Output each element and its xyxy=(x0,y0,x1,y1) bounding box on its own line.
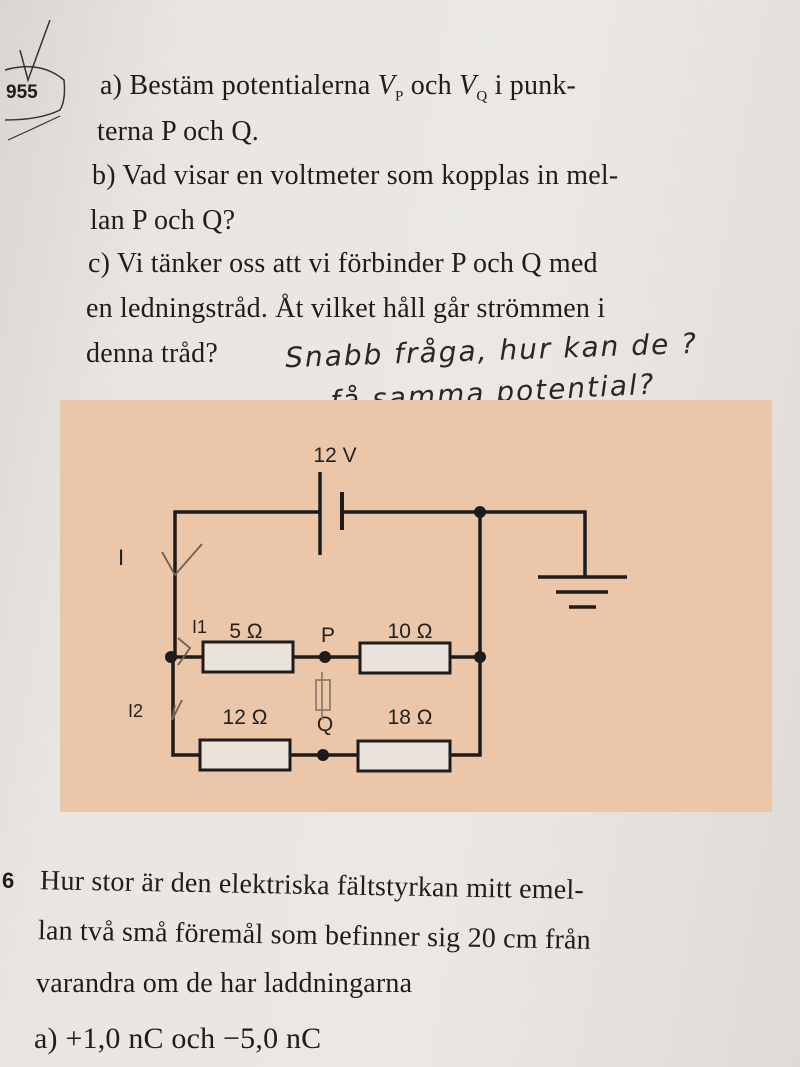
handwritten-current-arrows xyxy=(161,543,331,721)
problem-part-a: a) +1,0 nC och −5,0 nC xyxy=(34,1022,322,1055)
battery-icon xyxy=(318,472,344,555)
circuit-diagram: 12 V 5 Ω P 10 Ω 12 Ω Q 18 Ω I I1 I2 xyxy=(60,400,772,812)
resistor-5-label: 5 Ω xyxy=(229,620,262,643)
node-left xyxy=(165,651,177,663)
problem-line3: varandra om de har laddningarna xyxy=(36,968,413,999)
question-b-line2: lan P och Q? xyxy=(90,205,236,236)
problem-number: 955 xyxy=(6,82,38,103)
symbol-vq: V xyxy=(459,70,477,101)
handwritten-i1-label: I1 xyxy=(192,617,207,637)
question-a-line2: terna P och Q. xyxy=(97,116,259,147)
resistor-5-ohm xyxy=(201,640,295,674)
wire-top-right xyxy=(343,510,587,577)
resistor-10-ohm xyxy=(358,641,452,675)
problem-number: 6 xyxy=(2,868,15,893)
battery-label: 12 V xyxy=(313,444,356,467)
handwritten-i2-label: I2 xyxy=(128,701,143,721)
wire-left xyxy=(171,655,200,757)
handwritten-check-icon xyxy=(4,20,66,141)
handwritten-note-line1: Snabb fråga, hur kan de ? xyxy=(284,326,699,375)
subscript: P xyxy=(395,88,404,105)
resistor-18-ohm xyxy=(356,739,452,773)
resistor-12-label: 12 Ω xyxy=(223,706,268,729)
wire-top-left xyxy=(173,510,320,655)
node-q xyxy=(317,749,329,761)
question-c-line3: denna tråd? xyxy=(86,338,219,369)
question-c-line2: en ledningstråd. Åt vilket håll går strö… xyxy=(86,293,606,324)
text: a) Bestäm potentialerna xyxy=(100,70,371,101)
text: i punk- xyxy=(494,70,577,101)
node-q-label: Q xyxy=(317,713,333,736)
resistor-12-ohm xyxy=(198,738,292,772)
problem-line1: Hur stor är den elektriska fältstyrkan m… xyxy=(39,865,585,906)
wire-right xyxy=(450,512,482,757)
question-c-line1: c) Vi tänker oss att vi förbinder P och … xyxy=(88,248,598,279)
text: och xyxy=(410,70,452,101)
ground-icon xyxy=(538,575,627,609)
node-right xyxy=(474,651,486,663)
node-top-right xyxy=(474,506,486,518)
resistor-18-label: 18 Ω xyxy=(388,706,433,729)
symbol-vp: V xyxy=(377,70,396,101)
node-p xyxy=(319,651,331,663)
subscript: Q xyxy=(476,88,488,105)
node-p-label: P xyxy=(321,624,335,647)
question-a-line1: a) Bestäm potentialerna VP och VQ i punk… xyxy=(100,70,576,106)
question-b-line1: b) Vad visar en voltmeter som kopplas in… xyxy=(92,160,619,191)
handwritten-i-label: I xyxy=(118,545,124,570)
problem-line2: lan två små föremål som befinner sig 20 … xyxy=(37,915,592,956)
circuit-schematic: 12 V 5 Ω P 10 Ω 12 Ω Q 18 Ω I I1 I2 xyxy=(118,444,627,773)
resistor-10-label: 10 Ω xyxy=(388,620,433,643)
